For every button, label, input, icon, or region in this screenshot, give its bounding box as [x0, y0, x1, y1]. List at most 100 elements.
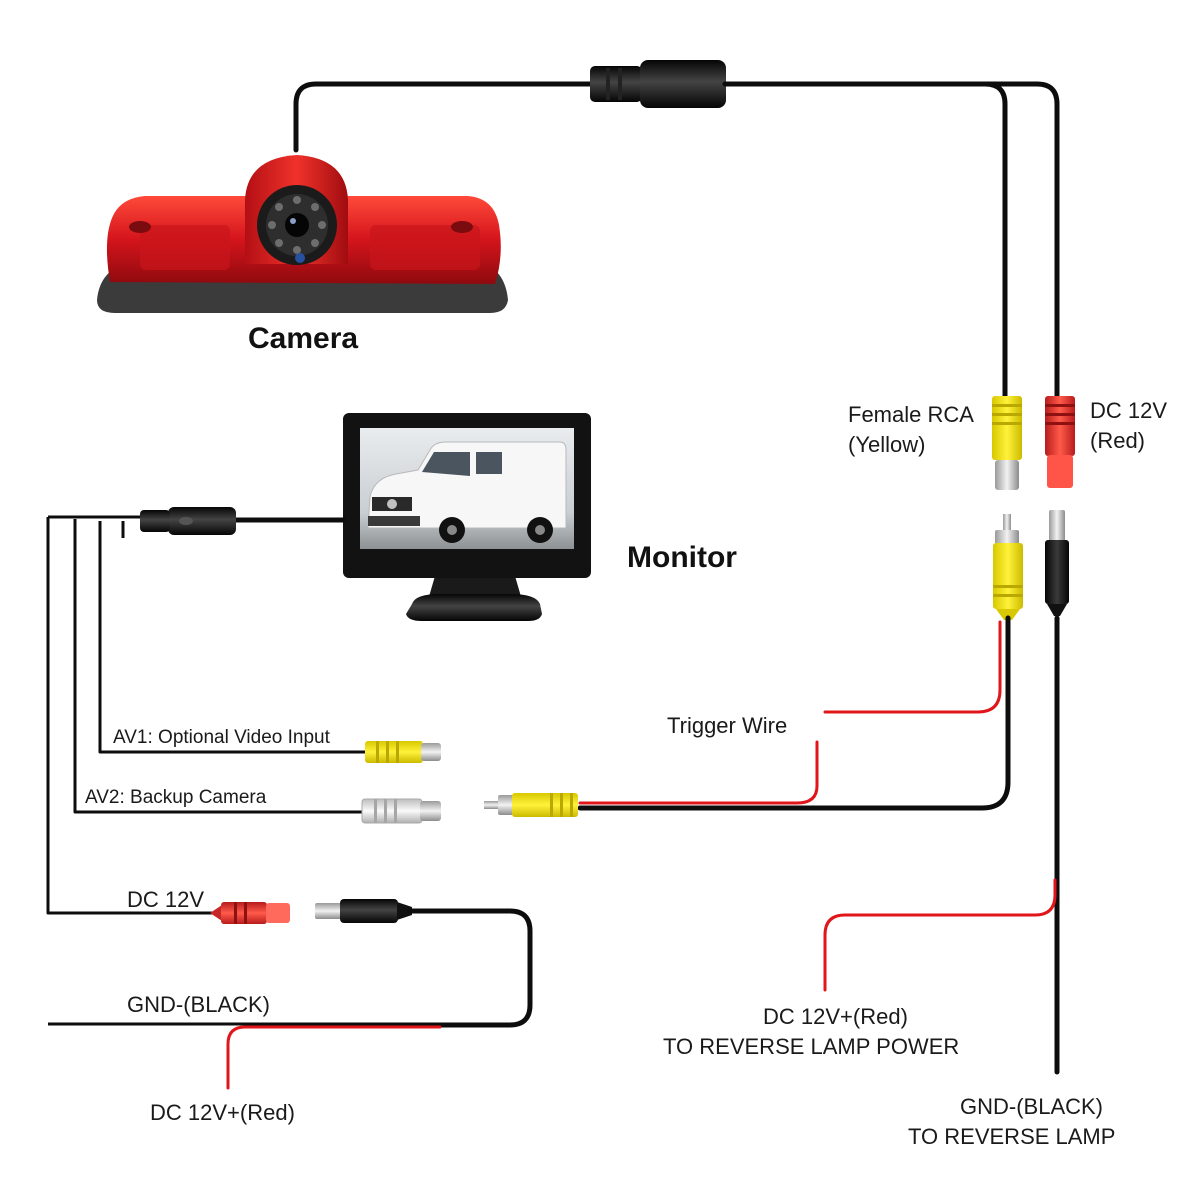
- led-1: [293, 196, 301, 204]
- dc-ridge: [1045, 413, 1075, 416]
- av1-input-wire: [98, 521, 366, 754]
- light-bar-screw-left: [129, 221, 151, 233]
- rca-body: [992, 396, 1022, 460]
- light-bar-lens-left: [140, 225, 230, 270]
- rca-body: [365, 741, 423, 763]
- led-8: [275, 203, 283, 211]
- rca-socket: [995, 460, 1019, 490]
- rca-ridge: [993, 594, 1023, 597]
- van-body: [367, 441, 567, 529]
- monitor-aviation-connector: [140, 507, 236, 535]
- camera-cable: [293, 81, 595, 153]
- extension-male-dc-black: [1045, 510, 1069, 616]
- rca-ridge: [992, 413, 1022, 416]
- camera-female-dc-red: [1045, 396, 1075, 488]
- dc-input-wire: [46, 517, 212, 915]
- power-lead-cable: [407, 908, 533, 1028]
- led-5: [293, 246, 301, 254]
- female-rca-label: Female RCA: [848, 402, 974, 427]
- rca-body: [512, 793, 578, 817]
- rca-pin: [484, 801, 500, 809]
- monitor-stand-base: [406, 594, 542, 621]
- van-bumper: [368, 516, 420, 526]
- dc-strain-relief: [397, 902, 412, 920]
- trigger-wire-label: Trigger Wire: [667, 713, 787, 738]
- extension-male-rca-yellow: [993, 514, 1023, 620]
- extension-male-rca-yellow-end: [484, 793, 578, 817]
- connector-grip-2: [618, 68, 622, 100]
- van-image: [367, 441, 567, 543]
- rca-body: [993, 543, 1023, 609]
- extension-video-cable: [577, 615, 1011, 811]
- camera-aviation-connector: [590, 60, 726, 108]
- dc-body: [1045, 540, 1069, 604]
- video-cable-to-rca: [722, 81, 1008, 400]
- camera-female-rca-yellow: [992, 396, 1022, 490]
- dc-ridge: [1045, 404, 1075, 407]
- reverse-ground-label: GND-(BLACK): [960, 1094, 1103, 1119]
- connector-body: [168, 507, 236, 535]
- dc-strain-relief: [210, 905, 222, 921]
- led-7: [268, 221, 276, 229]
- dc-tip: [315, 903, 343, 919]
- connector-nut: [140, 510, 170, 532]
- rca-ridge: [993, 585, 1023, 588]
- van-hub-front: [447, 525, 457, 535]
- rca-ridge: [992, 422, 1022, 425]
- dc-ridge: [1045, 422, 1075, 425]
- rca-ridge: [560, 793, 563, 817]
- connector-mark: [179, 517, 193, 525]
- light-bar-lens-right: [370, 225, 480, 270]
- led-4: [311, 239, 319, 247]
- reverse-ground-desc: TO REVERSE LAMP: [908, 1124, 1115, 1149]
- trigger-wire-lower: [578, 740, 819, 805]
- av2-label: AV2: Backup Camera: [85, 787, 267, 808]
- rca-pin: [1003, 514, 1011, 532]
- reverse-power-label: DC 12V+(Red): [763, 1004, 908, 1029]
- reverse-power-desc: TO REVERSE LAMP POWER: [663, 1034, 959, 1059]
- light-sensor: [295, 253, 305, 263]
- connector-nut: [590, 66, 642, 102]
- connector-body: [640, 60, 726, 108]
- connector-grip: [606, 68, 610, 100]
- reverse-power-wire: [823, 878, 1057, 992]
- dc-body: [340, 899, 398, 923]
- rca-ridge: [992, 404, 1022, 407]
- rca-ridge: [570, 793, 573, 817]
- camera-lens: [285, 213, 309, 237]
- rca-ridge: [374, 799, 377, 823]
- van-logo: [387, 499, 397, 509]
- rca-ridge: [394, 799, 397, 823]
- dc-tip: [1049, 510, 1065, 542]
- dc-socket: [1047, 455, 1073, 488]
- camera-title: Camera: [248, 322, 358, 355]
- van-windshield: [422, 452, 470, 476]
- av1-female-rca-yellow: [365, 741, 441, 763]
- monitor-female-dc-red: [210, 902, 290, 924]
- rca-collar: [498, 795, 514, 815]
- rca-ridge: [396, 741, 399, 763]
- monitor: Monitor: [343, 413, 737, 621]
- light-bar-screw-right: [451, 221, 473, 233]
- dc-body: [1045, 396, 1075, 456]
- rca-ridge: [386, 741, 389, 763]
- led-2: [311, 203, 319, 211]
- power-male-dc-black: [315, 899, 412, 923]
- av2-female-rca-white: [361, 798, 441, 824]
- van-side-window: [476, 452, 502, 474]
- ground-label: GND-(BLACK): [127, 992, 270, 1017]
- rca-socket: [421, 743, 441, 761]
- av1-label: AV1: Optional Video Input: [113, 727, 331, 748]
- led-3: [318, 221, 326, 229]
- rca-collar: [995, 530, 1019, 544]
- monitor-title: Monitor: [627, 541, 737, 574]
- positive-wire: [226, 1025, 442, 1090]
- monitor-dc-label: DC 12V: [127, 887, 204, 912]
- dc-ridge: [244, 902, 247, 924]
- av2-input-wire: [73, 519, 362, 814]
- rca-ridge: [384, 799, 387, 823]
- camera-assembly: Camera: [97, 155, 508, 355]
- dc-strain-relief: [1047, 604, 1067, 616]
